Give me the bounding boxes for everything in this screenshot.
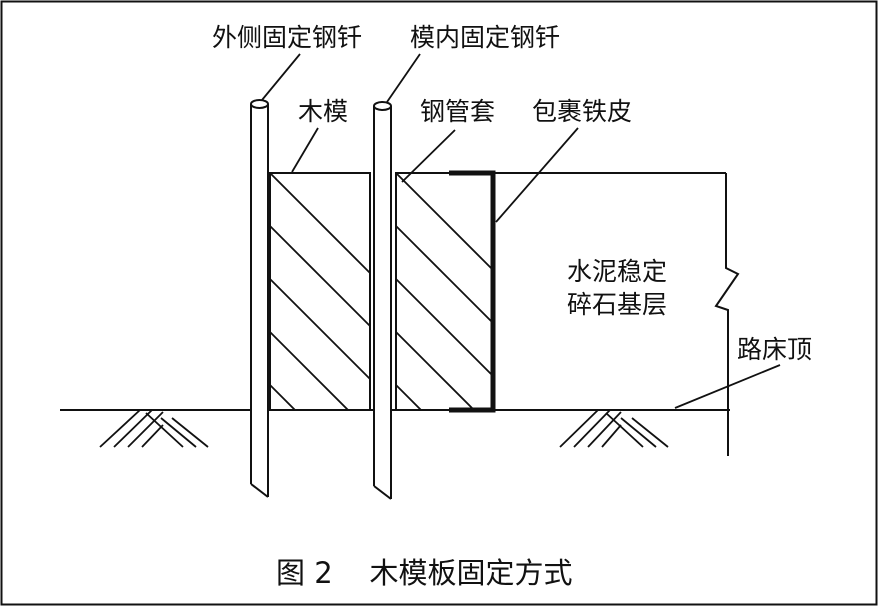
leader-steel-sleeve [401, 129, 456, 183]
ground-hatch-right [559, 409, 669, 448]
label-iron-wrap: 包裹铁皮 [532, 97, 632, 126]
leader-outer-stake [261, 53, 301, 101]
label-base-line2: 碎石基层 [567, 290, 667, 319]
ground-hatch-left [99, 409, 209, 448]
wood-formwork-left [269, 172, 371, 411]
iron-wrap [449, 170, 496, 413]
label-inner-stake: 模内固定钢钎 [410, 23, 560, 52]
leader-subgrade-top [674, 364, 781, 409]
leader-formwork [291, 127, 319, 173]
label-steel-sleeve: 钢管套 [420, 97, 495, 126]
break-line [714, 173, 740, 456]
label-formwork: 木模 [298, 97, 348, 126]
leader-iron-wrap [495, 127, 579, 223]
figure-caption: 图 2 木模板固定方式 [276, 556, 573, 590]
label-outer-stake: 外侧固定钢钎 [212, 23, 362, 52]
label-subgrade-top: 路床顶 [737, 335, 812, 364]
leader-inner-stake [386, 53, 421, 103]
label-base-line1: 水泥稳定 [567, 257, 667, 286]
inner-steel-stake [373, 101, 392, 500]
outer-steel-stake [250, 99, 269, 498]
